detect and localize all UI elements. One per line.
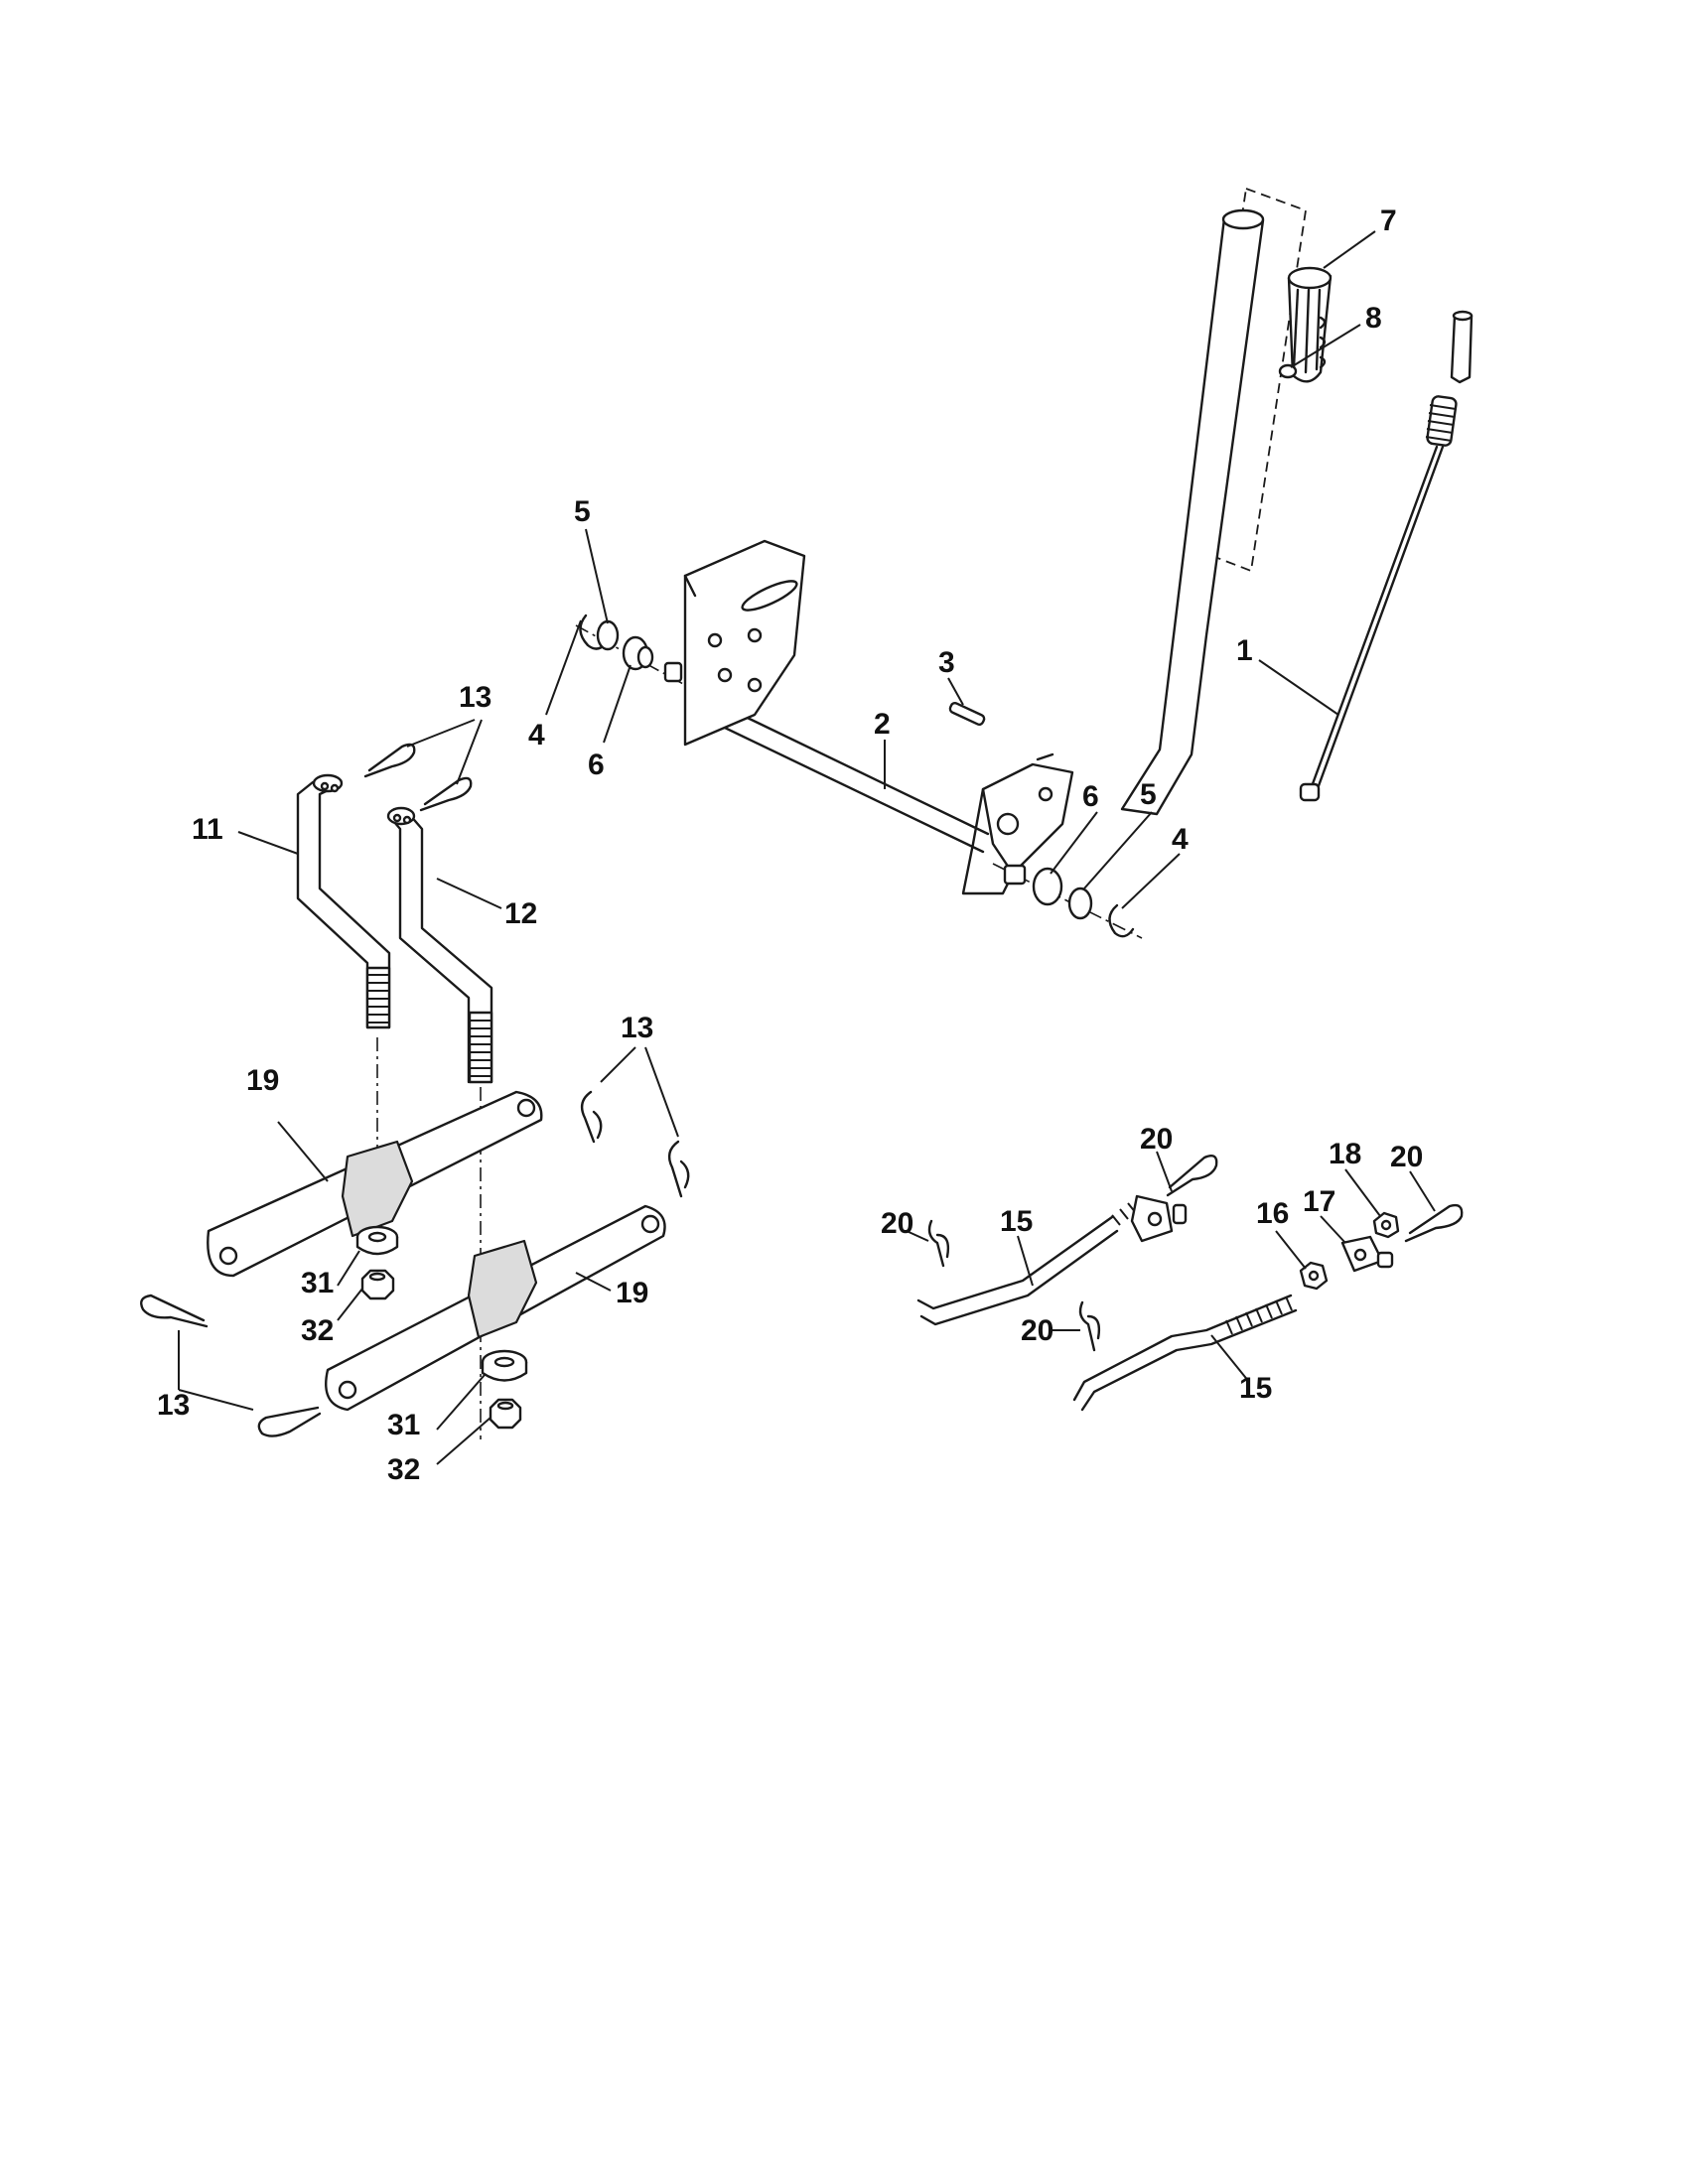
callout-32-lower: 32 [387, 1453, 420, 1486]
bushing-upper [355, 1225, 399, 1256]
lift-handle [961, 187, 1307, 895]
callout-11: 11 [192, 813, 223, 846]
callout-18: 18 [1329, 1138, 1361, 1170]
height-adjust-rod [1299, 310, 1474, 802]
callout-5-right: 5 [1140, 778, 1157, 811]
callout-32-upper: 32 [301, 1314, 334, 1347]
lift-link-12 [386, 806, 493, 1084]
callout-6-left: 6 [588, 749, 605, 781]
grip-plug [1278, 363, 1298, 379]
callout-20-top: 20 [1140, 1123, 1173, 1156]
jam-nut [1299, 1261, 1329, 1291]
leader-lines [178, 230, 1436, 1465]
draft-rod-upper [916, 1194, 1188, 1326]
mounting-plate [683, 539, 806, 747]
callout-1: 1 [1236, 634, 1253, 667]
draft-rod-lower [1072, 1294, 1298, 1412]
callout-2: 2 [874, 708, 891, 741]
callout-4-right: 4 [1172, 823, 1189, 856]
callout-19-lower: 19 [616, 1277, 648, 1309]
callout-15-upper: 15 [1000, 1205, 1033, 1238]
callout-3: 3 [938, 646, 955, 679]
nut-upper [360, 1269, 395, 1300]
callout-20-right: 20 [1390, 1141, 1423, 1173]
callout-15-lower: 15 [1239, 1372, 1272, 1405]
callout-13-right: 13 [621, 1012, 653, 1044]
lift-arm-upper [207, 1090, 543, 1278]
callout-31-lower: 31 [387, 1409, 420, 1441]
bushing-lower [481, 1349, 528, 1382]
right-hardware [992, 863, 1143, 939]
callout-17: 17 [1303, 1185, 1335, 1218]
callout-13-bottom: 13 [157, 1389, 190, 1422]
callout-20-lower: 20 [1021, 1314, 1053, 1347]
callout-13-top: 13 [459, 681, 491, 714]
roll-pin [948, 701, 986, 727]
left-hardware [575, 614, 686, 686]
hairpin-clip [140, 743, 690, 1437]
callout-8: 8 [1365, 302, 1382, 335]
callout-16: 16 [1256, 1197, 1289, 1230]
trunnion [1340, 1235, 1394, 1273]
lift-arm-lower [325, 1204, 666, 1412]
callout-31-upper: 31 [301, 1267, 334, 1299]
callout-6-right: 6 [1082, 780, 1099, 813]
callout-12: 12 [504, 897, 537, 930]
adjusting-nut [1372, 1211, 1400, 1239]
lift-link-11 [296, 773, 391, 1029]
callout-19-upper: 19 [246, 1064, 279, 1097]
callout-7: 7 [1380, 205, 1397, 237]
nut-lower [489, 1398, 522, 1430]
callout-20-left: 20 [881, 1207, 913, 1240]
hairpin-clip-20 [927, 1155, 1464, 1352]
handle-grip [1287, 266, 1333, 383]
callout-5-left: 5 [574, 495, 591, 528]
callout-4-left: 4 [528, 719, 545, 751]
